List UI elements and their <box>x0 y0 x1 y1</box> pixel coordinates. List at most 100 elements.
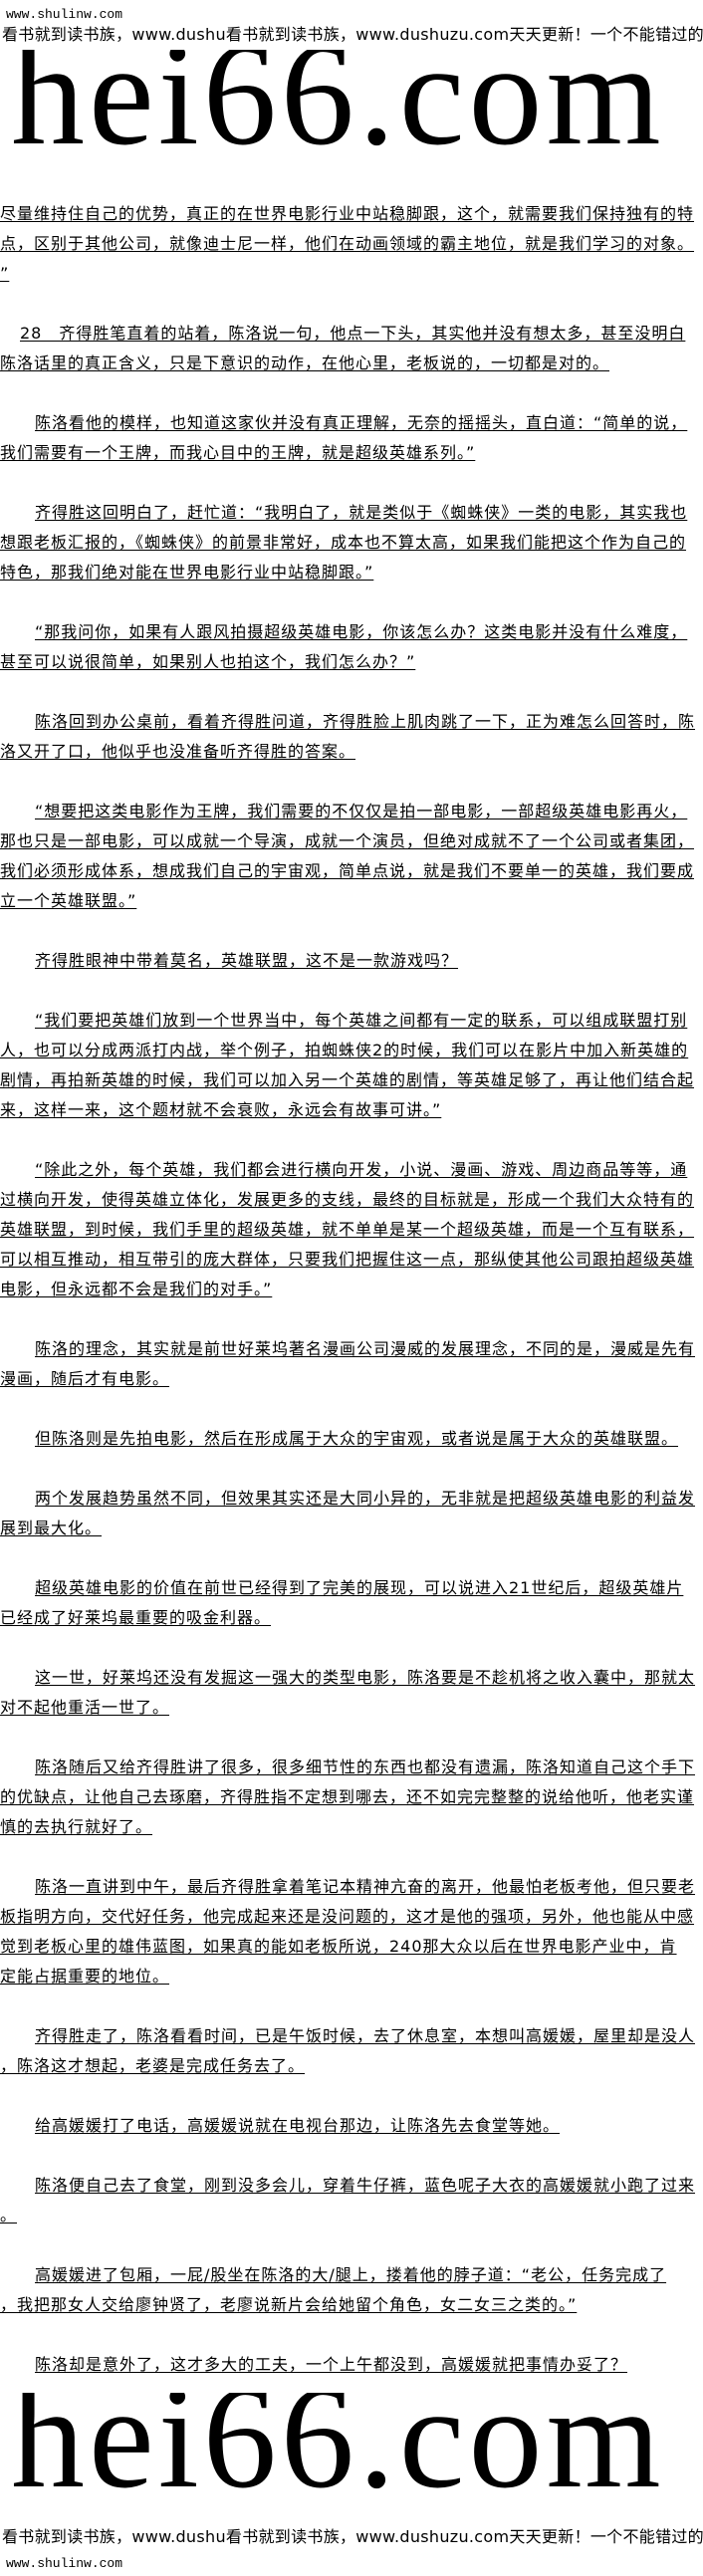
text-line-content: 尽量维持住自己的优势，真正的在世界电影行业中站稳脚跟，这个，就需要我们保持独有的… <box>0 204 695 223</box>
text-line: 给高媛媛打了电话，高媛媛说就在电视台那边，让陈洛先去食堂等她。 <box>0 2111 703 2141</box>
text-line: 来，这样一来，这个题材就不会衰败，永远会有故事可讲。” <box>0 1095 703 1125</box>
text-line-content: 来，这样一来，这个题材就不会衰败，永远会有故事可讲。” <box>0 1100 442 1119</box>
paragraph: 齐得胜眼神中带着莫名，英雄联盟，这不是一款游戏吗？ <box>0 946 703 976</box>
text-line: 洛又开了口，他似乎也没准备听齐得胜的答案。 <box>0 737 703 767</box>
text-line-content: 陈洛话里的真正含义，只是下意识的动作，在他心里，老板说的，一切都是对的。 <box>0 353 610 372</box>
paragraph: “除此之外，每个英雄，我们都会进行横向开发，小说、漫画、游戏、周边商品等等，通过… <box>0 1155 703 1304</box>
text-line-content: 漫画，随后才有电影。 <box>0 1369 170 1388</box>
text-line-content: 剧情，再拍新英雄的时候，我们可以加入另一个英雄的剧情，等英雄足够了，再让他们结合… <box>0 1070 695 1089</box>
paragraph: “想要把这类电影作为王牌，我们需要的不仅仅是拍一部电影，一部超级英雄电影再火， 那… <box>0 797 703 916</box>
text-line: “想要把这类电影作为王牌，我们需要的不仅仅是拍一部电影，一部超级英雄电影再火， <box>0 797 703 826</box>
paragraph: “我们要把英雄们放到一个世界当中，每个英雄之间都有一定的联系，可以组成联盟打别人… <box>0 1006 703 1125</box>
text-line: 高媛媛进了包厢，一屁/股坐在陈洛的大/腿上，搂着他的脖子道：“老公，任务完成了 <box>0 2260 703 2290</box>
text-line-content: 那也只是一部电影，可以成就一个导演，成就一个演员，但绝对成就不了一个公司或者集团… <box>0 831 695 850</box>
text-line: 陈洛话里的真正含义，只是下意识的动作，在他心里，老板说的，一切都是对的。 <box>0 349 703 378</box>
text-line: 这一世，好莱坞还没有发掘这一强大的类型电影，陈洛要是不趁机将之收入囊中，那就太 <box>0 1663 703 1693</box>
text-line-content: ，陈洛这才想起，老婆是完成任务去了。 <box>0 2056 306 2075</box>
text-line-content: 高媛媛进了包厢，一屁/股坐在陈洛的大/腿上，搂着他的脖子道：“老公，任务完成了 <box>35 2265 667 2284</box>
text-line-content: 超级英雄电影的价值在前世已经得到了完美的展现，可以说进入21世纪后，超级英雄片 <box>35 1578 684 1597</box>
paragraph: 高媛媛进了包厢，一屁/股坐在陈洛的大/腿上，搂着他的脖子道：“老公，任务完成了 ，… <box>0 2260 703 2320</box>
text-line: 英雄联盟，到时候，我们手里的超级英雄，就不单单是某一个超级英雄，而是一个互有联系… <box>0 1215 703 1245</box>
text-line-content: ，我把那女人交给廖钟贤了，老廖说新片会给她留个角色，女二女三之类的。” <box>0 2295 578 2314</box>
paragraph: 陈洛便自己去了食堂，刚到没多会儿，穿着牛仔裤，蓝色呢子大衣的高媛媛就小跑了过来。 <box>0 2171 703 2230</box>
paragraph: 陈洛回到办公桌前，看着齐得胜问道，齐得胜脸上肌肉跳了一下，正为难怎么回答时，陈洛… <box>0 707 703 767</box>
paragraph: 齐得胜这回明白了，赶忙道：“我明白了，就是类似于《蜘蛛侠》一类的电影，其实我也想… <box>0 498 703 587</box>
text-line-content: 已经成了好莱坞最重要的吸金利器。 <box>0 1608 272 1627</box>
header-site-url: www.shulinw.com <box>6 7 123 22</box>
text-line-content: 我们需要有一个王牌，而我心目中的王牌，就是超级英雄系列。” <box>0 443 476 462</box>
text-line: 甚至可以说很简单，如果别人也拍这个，我们怎么办？” <box>0 647 703 677</box>
text-line-content: 陈洛一直讲到中午，最后齐得胜拿着笔记本精神亢奋的离开，他最怕老板考他，但只要老 <box>35 1877 696 1896</box>
text-line: 两个发展趋势虽然不同，但效果其实还是大同小异的，无非就是把超级英雄电影的利益发 <box>0 1484 703 1514</box>
text-line: 但陈洛则是先拍电影，然后在形成属于大众的宇宙观，或者说是属于大众的英雄联盟。 <box>0 1424 703 1454</box>
text-line: 齐得胜眼神中带着莫名，英雄联盟，这不是一款游戏吗？ <box>0 946 703 976</box>
text-line-content: 陈洛回到办公桌前，看着齐得胜问道，齐得胜脸上肌肉跳了一下，正为难怎么回答时，陈 <box>35 712 696 731</box>
text-line-content: 可以相互推动，相互带引的庞大群体，只要我们把握住这一点，那纵使其他公司跟拍超级英… <box>0 1250 695 1269</box>
text-line-content: “那我问你，如果有人跟风拍摄超级英雄电影，你该怎么办？这类电影并没有什么难度， <box>35 622 688 641</box>
text-line: 28 齐得胜笔直着的站着，陈洛说一句，他点一下头，其实他并没有想太多，甚至没明白 <box>0 319 703 349</box>
text-line-content: 陈洛的理念，其实就是前世好莱坞著名漫画公司漫威的发展理念，不同的是，漫威是先有 <box>35 1339 696 1358</box>
logo-text: .hei66.com <box>0 50 665 149</box>
text-line: 过横向开发，使得英雄立体化，发展更多的支线，最终的目标就是，形成一个我们大众特有… <box>0 1185 703 1215</box>
text-line-content: 板指明方向，交代好任务，他完成起来还是没问题的，这才是他的强项，另外，他也能从中… <box>0 1907 695 1926</box>
text-line-content: 陈洛看他的模样，也知道这家伙并没有真正理解，无奈的摇摇头，直白道：“简单的说， <box>35 413 688 432</box>
text-line-content: 但陈洛则是先拍电影，然后在形成属于大众的宇宙观，或者说是属于大众的英雄联盟。 <box>35 1429 679 1448</box>
text-line-content: 。 <box>0 2206 18 2225</box>
paragraph: 两个发展趋势虽然不同，但效果其实还是大同小异的，无非就是把超级英雄电影的利益发展… <box>0 1484 703 1543</box>
text-line: 特色，那我们绝对能在世界电影行业中站稳脚跟。” <box>0 558 703 587</box>
text-line: 人，也可以分成两派打内战，举个例子，拍蜘蛛侠2的时候，我们可以在影片中加入新英雄… <box>0 1036 703 1065</box>
text-line-content: 想跟老板汇报的，《蜘蛛侠》的前景非常好，成本也不算太高，如果我们能把这个作为自己… <box>0 533 687 552</box>
text-line: 陈洛却是意外了，这才多大的工夫，一个上午都没到，高媛媛就把事情办妥了？ <box>0 2350 703 2380</box>
text-line-content: 齐得胜眼神中带着莫名，英雄联盟，这不是一款游戏吗？ <box>35 951 459 970</box>
text-line-content: 过横向开发，使得英雄立体化，发展更多的支线，最终的目标就是，形成一个我们大众特有… <box>0 1190 695 1209</box>
text-line-content: “我们要把英雄们放到一个世界当中，每个英雄之间都有一定的联系，可以组成联盟打别 <box>35 1011 688 1030</box>
text-line-content: 给高媛媛打了电话，高媛媛说就在电视台那边，让陈洛先去食堂等她。 <box>35 2116 561 2135</box>
article-body: 尽量维持住自己的优势，真正的在世界电影行业中站稳脚跟，这个，就需要我们保持独有的… <box>0 199 703 2410</box>
text-line: 漫画，随后才有电影。 <box>0 1364 703 1394</box>
text-line: 超级英雄电影的价值在前世已经得到了完美的展现，可以说进入21世纪后，超级英雄片 <box>0 1573 703 1603</box>
text-line: “除此之外，每个英雄，我们都会进行横向开发，小说、漫画、游戏、周边商品等等，通 <box>0 1155 703 1185</box>
text-line: 陈洛回到办公桌前，看着齐得胜问道，齐得胜脸上肌肉跳了一下，正为难怎么回答时，陈 <box>0 707 703 737</box>
text-line-content: ” <box>0 264 10 283</box>
paragraph: 陈洛随后又给齐得胜讲了很多，很多细节性的东西也都没有遗漏，陈洛知道自己这个手下的… <box>0 1753 703 1842</box>
text-line: 剧情，再拍新英雄的时候，我们可以加入另一个英雄的剧情，等英雄足够了，再让他们结合… <box>0 1065 703 1095</box>
paragraph: “那我问你，如果有人跟风拍摄超级英雄电影，你该怎么办？这类电影并没有什么难度， 甚… <box>0 617 703 677</box>
text-line-content: 定能占据重要的地位。 <box>0 1967 170 1986</box>
text-line: 定能占据重要的地位。 <box>0 1962 703 1991</box>
text-line-content: 人，也可以分成两派打内战，举个例子，拍蜘蛛侠2的时候，我们可以在影片中加入新英雄… <box>0 1041 689 1059</box>
paragraph: 齐得胜走了，陈洛看看时间，已是午饭时候，去了休息室，本想叫高媛媛，屋里却是没人 ，… <box>0 2021 703 2081</box>
paragraph: 陈洛的理念，其实就是前世好莱坞著名漫画公司漫威的发展理念，不同的是，漫威是先有漫… <box>0 1334 703 1394</box>
text-line: 展到最大化。 <box>0 1514 703 1543</box>
footer-logo-watermark: .hei66.com <box>0 2393 703 2492</box>
text-line-content: 齐得胜走了，陈洛看看时间，已是午饭时候，去了休息室，本想叫高媛媛，屋里却是没人 <box>35 2026 696 2045</box>
text-line: ” <box>0 259 703 289</box>
header-logo-watermark: .hei66.com <box>0 50 703 149</box>
paragraph: 尽量维持住自己的优势，真正的在世界电影行业中站稳脚跟，这个，就需要我们保持独有的… <box>0 199 703 289</box>
paragraph: 这一世，好莱坞还没有发掘这一强大的类型电影，陈洛要是不趁机将之收入囊中，那就太对… <box>0 1663 703 1723</box>
text-line: 陈洛一直讲到中午，最后齐得胜拿着笔记本精神亢奋的离开，他最怕老板考他，但只要老 <box>0 1872 703 1902</box>
text-line: 对不起他重活一世了。 <box>0 1693 703 1723</box>
text-line-content: “想要把这类电影作为王牌，我们需要的不仅仅是拍一部电影，一部超级英雄电影再火， <box>35 802 688 820</box>
text-line-content: 28 齐得胜笔直着的站着，陈洛说一句，他点一下头，其实他并没有想太多，甚至没明白 <box>20 324 686 343</box>
text-line: 陈洛的理念，其实就是前世好莱坞著名漫画公司漫威的发展理念，不同的是，漫威是先有 <box>0 1334 703 1364</box>
text-line: “那我问你，如果有人跟风拍摄超级英雄电影，你该怎么办？这类电影并没有什么难度， <box>0 617 703 647</box>
text-line-content: 的优缺点，让他自己去琢磨，齐得胜指不定想到哪去，还不如完完整整的说给他听，他老实… <box>0 1787 695 1806</box>
text-line: 电影，但永远都不会是我们的对手。” <box>0 1275 703 1304</box>
text-line-content: 陈洛随后又给齐得胜讲了很多，很多细节性的东西也都没有遗漏，陈洛知道自己这个手下 <box>35 1757 696 1776</box>
text-line-content: “除此之外，每个英雄，我们都会进行横向开发，小说、漫画、游戏、周边商品等等，通 <box>35 1160 688 1179</box>
paragraph: 超级英雄电影的价值在前世已经得到了完美的展现，可以说进入21世纪后，超级英雄片已… <box>0 1573 703 1633</box>
text-line: 可以相互推动，相互带引的庞大群体，只要我们把握住这一点，那纵使其他公司跟拍超级英… <box>0 1245 703 1275</box>
text-line-content: 两个发展趋势虽然不同，但效果其实还是大同小异的，无非就是把超级英雄电影的利益发 <box>35 1489 696 1508</box>
text-line-content: 洛又开了口，他似乎也没准备听齐得胜的答案。 <box>0 742 356 761</box>
text-line: 陈洛随后又给齐得胜讲了很多，很多细节性的东西也都没有遗漏，陈洛知道自己这个手下 <box>0 1753 703 1782</box>
text-line-content: 对不起他重活一世了。 <box>0 1698 170 1717</box>
text-line: 立一个英雄联盟。” <box>0 886 703 916</box>
text-line-content: 英雄联盟，到时候，我们手里的超级英雄，就不单单是某一个超级英雄，而是一个互有联系… <box>0 1220 695 1239</box>
text-line: 板指明方向，交代好任务，他完成起来还是没问题的，这才是他的强项，另外，他也能从中… <box>0 1902 703 1932</box>
text-line: 陈洛看他的模样，也知道这家伙并没有真正理解，无奈的摇摇头，直白道：“简单的说， <box>0 408 703 438</box>
text-line-content: 觉到老板心里的雄伟蓝图，如果真的能如老板所说，240那大众以后在世界电影产业中，… <box>0 1937 677 1956</box>
footer-site-url: www.shulinw.com <box>6 2556 123 2571</box>
text-line-content: 特色，那我们绝对能在世界电影行业中站稳脚跟。” <box>0 563 374 582</box>
text-line-content: 陈洛便自己去了食堂，刚到没多会儿，穿着牛仔裤，蓝色呢子大衣的高媛媛就小跑了过来 <box>35 2176 696 2195</box>
text-line-content: 陈洛却是意外了，这才多大的工夫，一个上午都没到，高媛媛就把事情办妥了？ <box>35 2355 628 2374</box>
